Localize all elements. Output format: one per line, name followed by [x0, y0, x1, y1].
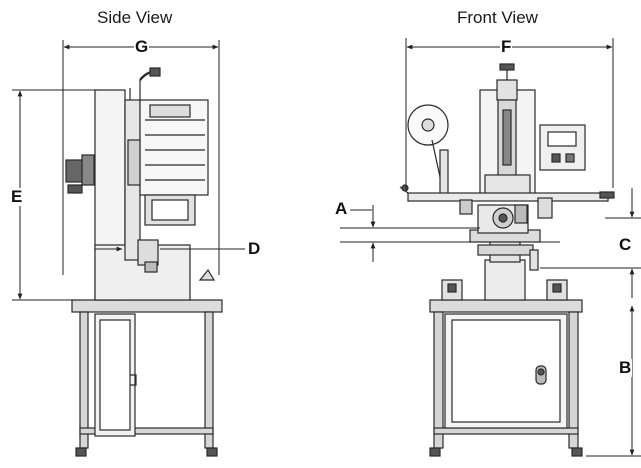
dimension-label-a: A	[334, 199, 349, 218]
dimension-label-b: B	[618, 358, 633, 377]
front-view-machine	[399, 63, 615, 457]
front-view-title: Front View	[457, 8, 538, 27]
front-dimensions	[340, 38, 641, 457]
dimension-label-f: F	[500, 37, 513, 56]
dimension-label-g: G	[134, 37, 150, 56]
dimension-label-e: E	[10, 187, 24, 206]
side-view-title: Side View	[97, 8, 173, 27]
side-view-machine	[65, 67, 223, 457]
front-table-top	[429, 299, 583, 313]
dimension-label-d: D	[247, 239, 262, 258]
dimension-label-c: C	[618, 235, 633, 254]
side-table-top	[71, 299, 223, 313]
